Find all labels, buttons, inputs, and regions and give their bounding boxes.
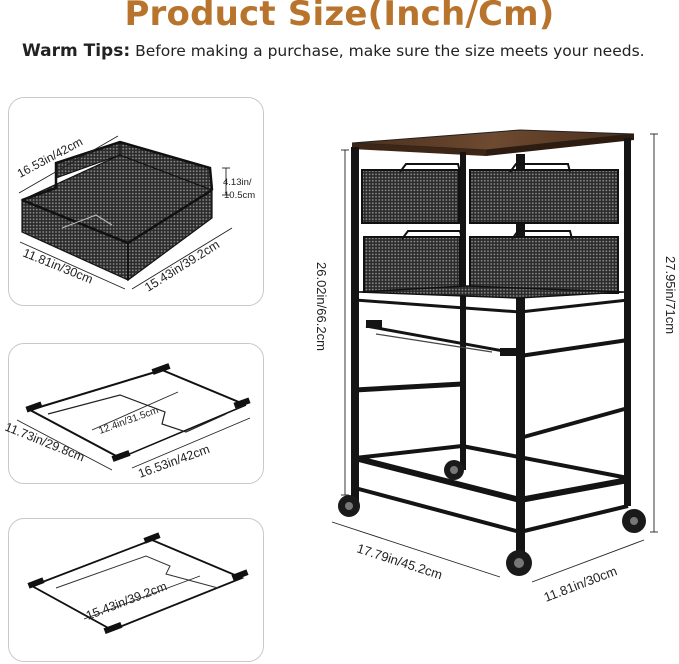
slide-dimension-lines — [16, 391, 251, 471]
cart-total-height-label: 27.95in/71cm — [663, 256, 678, 334]
slide-inner-label: 12.4in/31.5cm — [97, 405, 160, 437]
rolling-cart-drawing — [338, 129, 646, 576]
mesh-basket-drawing — [20, 140, 214, 282]
frame-depth-label: 15.43in/39.2cm — [84, 579, 169, 623]
basket-dimension-lines — [18, 135, 233, 290]
frame-size-panel — [8, 518, 264, 662]
slide-rail-drawing — [25, 363, 251, 462]
drawer-frame-drawing — [27, 532, 249, 635]
cart-drawer-height-label: 26.02in/66.2cm — [314, 262, 329, 351]
cart-width-label: 17.79in/45.2cm — [355, 541, 444, 583]
cart-dimension-lines — [331, 133, 658, 583]
warm-tips-label: Warm Tips: — [22, 41, 131, 61]
basket-height-label-line1: 4.13in/ — [223, 177, 252, 188]
cart-depth-label: 11.81in/30cm — [542, 563, 619, 605]
warm-tips: Warm Tips: Before making a purchase, mak… — [22, 41, 672, 61]
basket-height-label-line2: 10.5cm — [224, 190, 255, 201]
page-title: Product Size(Inch/Cm) — [124, 0, 555, 34]
slide-width-label: 11.73in/29.8cm — [3, 420, 87, 465]
warm-tips-text: Before making a purchase, make sure the … — [135, 42, 645, 60]
frame-depth-line — [83, 575, 201, 620]
